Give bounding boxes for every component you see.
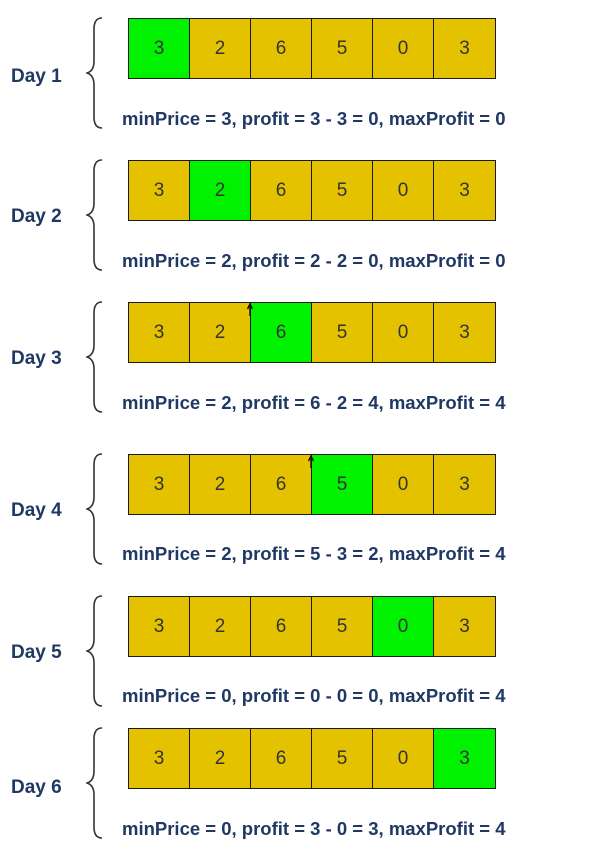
price-cell: 2	[190, 19, 251, 78]
day-label: Day 1	[11, 66, 62, 87]
price-cell: 2	[190, 597, 251, 656]
price-cell: 3	[129, 729, 190, 788]
price-cell: 3	[129, 597, 190, 656]
price-cell-current: 0	[373, 597, 434, 656]
price-cell: 3	[434, 455, 495, 514]
price-cell: 6	[251, 729, 312, 788]
price-cell: 3	[434, 19, 495, 78]
price-cell: 6	[251, 597, 312, 656]
price-cell: 3	[129, 455, 190, 514]
price-cell: 5	[312, 303, 373, 362]
day-label: Day 2	[11, 206, 62, 227]
price-cell: 5	[312, 729, 373, 788]
day-label: Day 6	[11, 777, 62, 798]
price-cell: 3	[129, 161, 190, 220]
day-label: Day 4	[11, 500, 62, 521]
pointer-arrow-icon	[307, 455, 315, 468]
price-cell: 5	[312, 161, 373, 220]
price-cell: 0	[373, 303, 434, 362]
price-cell: 6	[251, 455, 312, 514]
price-cell-current: 2	[190, 161, 251, 220]
price-cell: 2	[190, 729, 251, 788]
curly-brace-icon	[86, 17, 103, 129]
price-cell: 0	[373, 455, 434, 514]
price-cell-current: 3	[129, 19, 190, 78]
price-cell-current: 6	[251, 303, 312, 362]
price-cell: 3	[434, 303, 495, 362]
price-cell: 0	[373, 729, 434, 788]
curly-brace-icon	[86, 727, 103, 839]
step-formula: minPrice = 0, profit = 3 - 0 = 3, maxPro…	[122, 818, 506, 839]
price-cell: 2	[190, 303, 251, 362]
price-cell: 0	[373, 19, 434, 78]
curly-brace-icon	[86, 301, 103, 413]
price-cell: 5	[312, 597, 373, 656]
day-label: Day 5	[11, 642, 62, 663]
price-cell: 3	[129, 303, 190, 362]
price-cell-current: 3	[434, 729, 495, 788]
step-formula: minPrice = 3, profit = 3 - 3 = 0, maxPro…	[122, 108, 506, 129]
curly-brace-icon	[86, 159, 103, 271]
price-cell: 3	[434, 597, 495, 656]
day-label: Day 3	[11, 348, 62, 369]
price-cell-current: 5	[312, 455, 373, 514]
price-cell: 2	[190, 455, 251, 514]
price-cell: 6	[251, 161, 312, 220]
price-cell: 6	[251, 19, 312, 78]
price-cell: 3	[434, 161, 495, 220]
step-formula: minPrice = 2, profit = 5 - 3 = 2, maxPro…	[122, 543, 506, 564]
pointer-arrow-icon	[246, 303, 254, 316]
step-formula: minPrice = 2, profit = 2 - 2 = 0, maxPro…	[122, 250, 506, 271]
step-formula: minPrice = 0, profit = 0 - 0 = 0, maxPro…	[122, 685, 506, 706]
step-formula: minPrice = 2, profit = 6 - 2 = 4, maxPro…	[122, 392, 506, 413]
curly-brace-icon	[86, 453, 103, 565]
curly-brace-icon	[86, 595, 103, 707]
price-cell: 5	[312, 19, 373, 78]
price-cell: 0	[373, 161, 434, 220]
